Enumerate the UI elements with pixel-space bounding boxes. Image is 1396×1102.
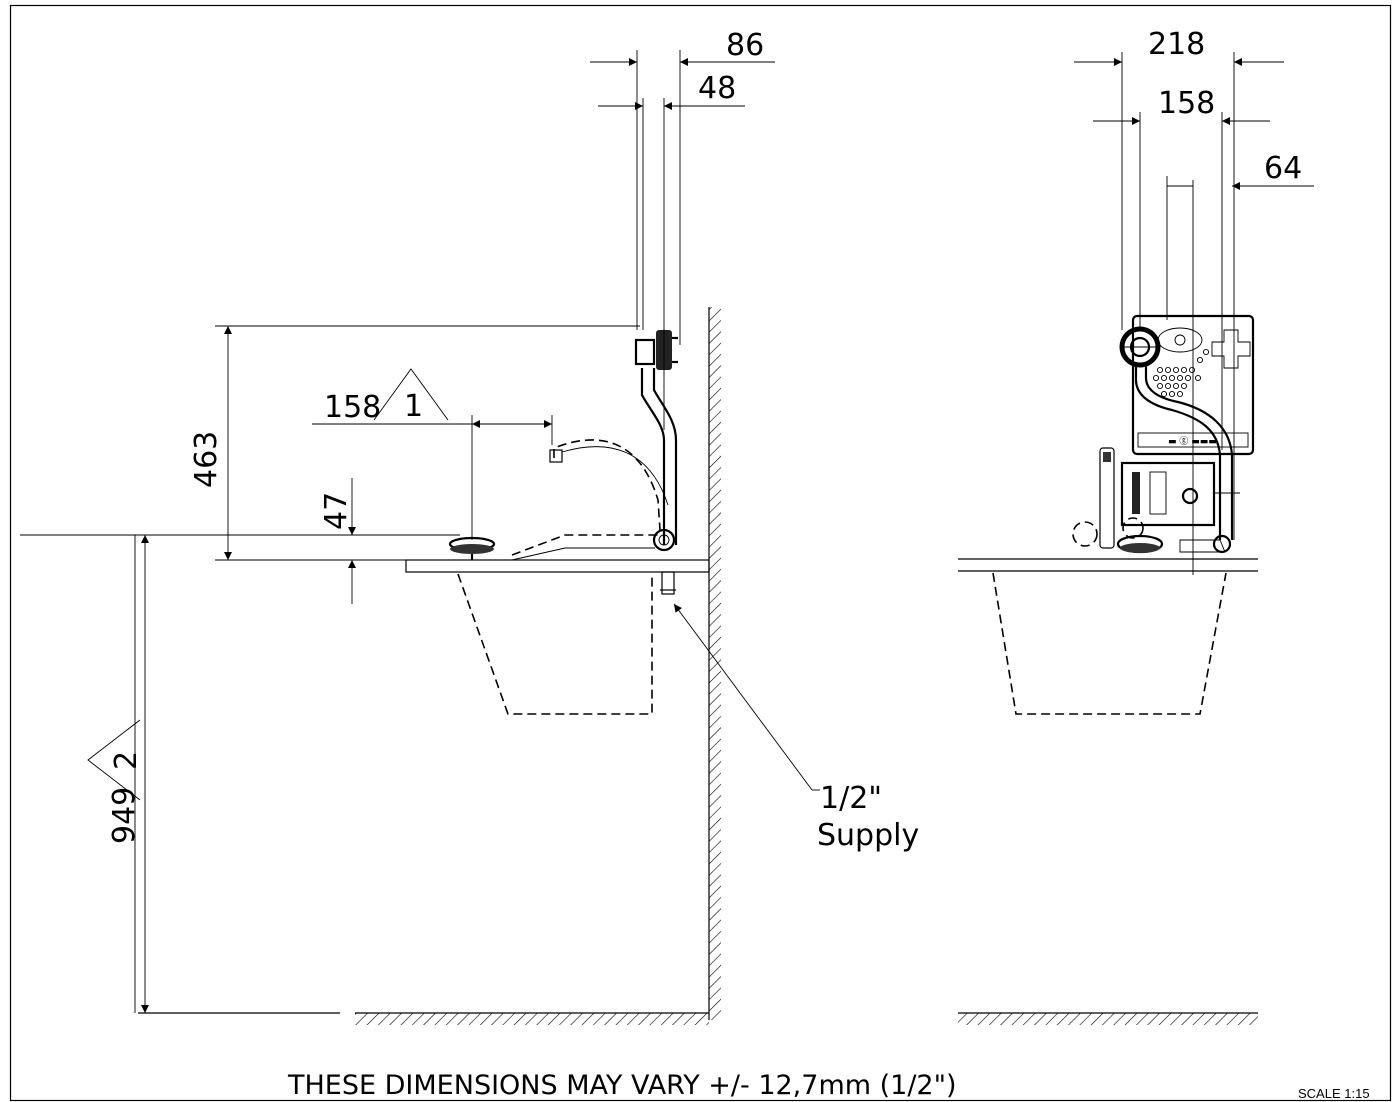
dim-158-side: 158 1 [312,368,553,540]
tolerance-note: THESE DIMENSIONS MAY VARY +/- 12,7mm (1/… [287,1070,957,1101]
front-eyewash-head [1119,326,1161,368]
side-riser-pipe [634,330,678,595]
dim-218: 218 [1074,27,1284,540]
dim-48: 48 [598,71,745,430]
dim-64-label: 64 [1264,151,1302,186]
side-sink-bowl [457,573,653,715]
dim-158-front: 158 [1093,86,1270,450]
revision-tag-2: 2 [109,751,144,770]
dim-949-label: 949 [107,787,142,844]
side-view: 86 48 463 158 1 [20,28,919,1025]
dim-463: 463 [189,325,640,561]
side-swing-arm [511,439,669,561]
supply-word-label: Supply [817,818,919,853]
front-view: ▬ ⓖ ▬▬▬ [958,27,1314,1025]
front-push-handle [1099,447,1115,549]
revision-triangle-2 [87,719,141,801]
supply-callout: 1/2" Supply [673,603,919,853]
front-drench-head [1072,517,1232,554]
dim-158-side-label: 158 [324,390,381,425]
dim-64: 64 [1166,151,1314,320]
sheet-border [9,4,1392,1102]
dim-463-label: 463 [189,431,224,488]
side-floor [138,1012,709,1025]
svg-text:▬ ⓖ ▬▬▬: ▬ ⓖ ▬▬▬ [1168,436,1217,447]
revision-triangle-1 [373,368,449,421]
side-countertop [405,559,710,573]
dim-158-front-label: 158 [1158,86,1215,121]
dim-47-label: 47 [319,492,354,530]
dim-47: 47 [20,478,460,604]
front-riser-pipe [1134,362,1234,540]
front-floor [958,1012,1258,1025]
dim-86-label: 86 [726,28,764,63]
dim-218-label: 218 [1148,27,1205,62]
supply-size-label: 1/2" [820,781,882,816]
side-drench-head [448,536,496,560]
dim-48-label: 48 [698,71,736,106]
revision-tag-1: 1 [404,389,423,424]
wall [708,307,721,1020]
dim-949: 949 2 [87,535,149,1013]
scale-label: SCALE 1:15 [1298,1086,1370,1101]
dim-86: 86 [590,28,775,345]
front-valve-plate [1120,461,1240,527]
front-sink-bowl [992,572,1227,715]
